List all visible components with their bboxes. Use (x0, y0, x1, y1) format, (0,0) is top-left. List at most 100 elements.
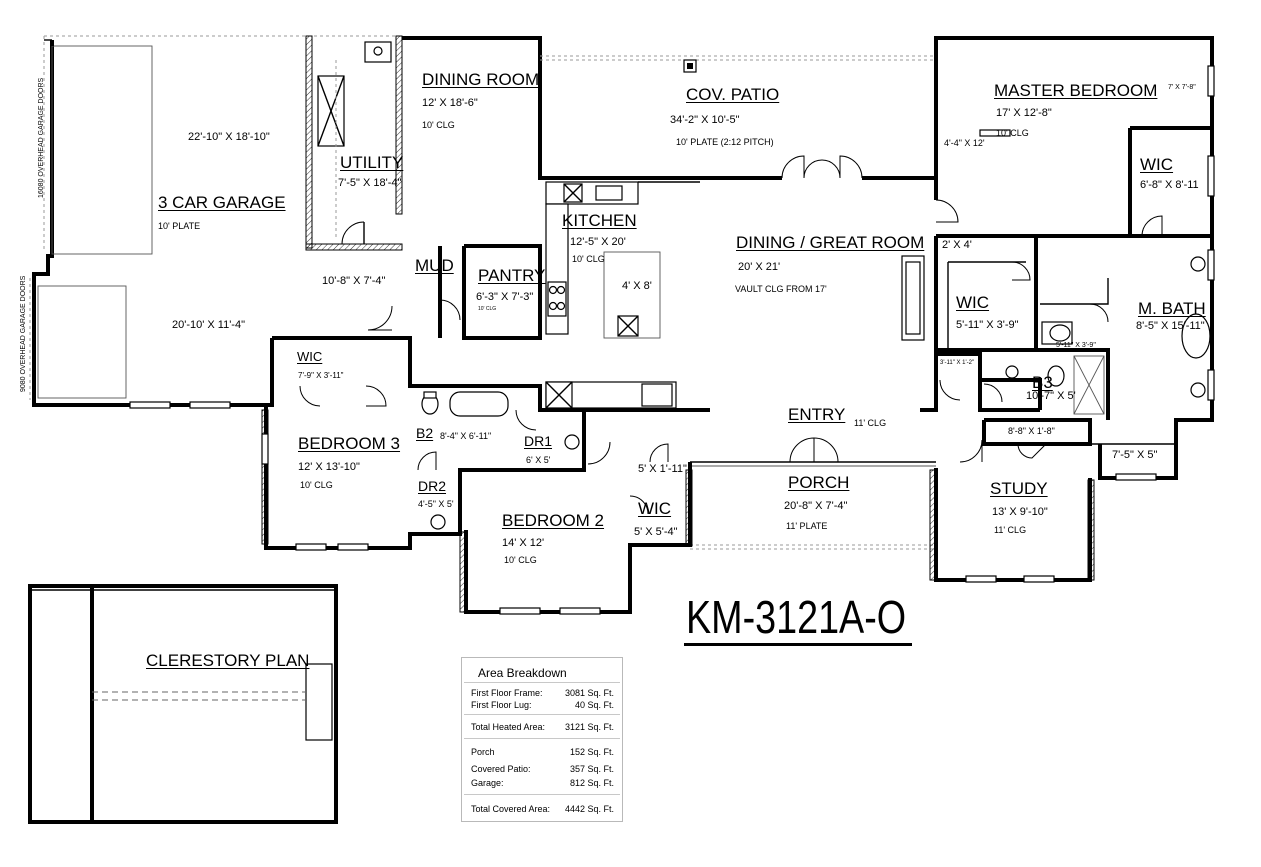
garage-dim: 22'-10" X 18'-10" (188, 131, 270, 143)
garage-walls (29, 35, 400, 407)
area-row-value: 812 Sq. Ft. (569, 778, 614, 788)
master-bath-label: M. BATH (1138, 299, 1206, 318)
master-wc-dim: 5'-11" X 3'-9" (1056, 342, 1096, 349)
patio-dim: 34'-2" X 10'-5" (670, 114, 740, 126)
mud-label: MUD (415, 256, 454, 275)
area-row: Total Heated Area: 3121 Sq. Ft. (471, 722, 614, 732)
dr2-label: DR2 (418, 478, 447, 494)
bath2-dim: 8'-4" X 6'-11" (440, 431, 492, 441)
plan-number-underline (684, 643, 912, 646)
porch-label: PORCH (788, 473, 850, 492)
door-swings (299, 155, 1163, 515)
dr1-dim: 6' X 5' (526, 455, 551, 465)
wic-bedroom3-label: WIC (297, 349, 323, 364)
kitchen-dim: 12'-5" X 20' (570, 236, 626, 248)
wic-bedroom3-dim: 7'-9" X 3'-11" (298, 371, 344, 380)
master-bath-dim: 8'-5" X 15'-11" (1136, 320, 1205, 332)
divider (464, 714, 620, 715)
kitchen-note: 10' CLG (572, 254, 605, 264)
mud-dim: 10'-8" X 7'-4" (322, 275, 386, 287)
area-breakdown-table: Area Breakdown First Floor Frame: 3081 Sq… (461, 657, 623, 822)
pantry-note: 10' CLG (478, 306, 497, 312)
area-row: Total Covered Area:4442 Sq. Ft. (471, 804, 614, 814)
garage-door-bottom-label: 9080 OVERHEAD GARAGE DOORS (20, 275, 27, 392)
great-room-label: DINING / GREAT ROOM (736, 233, 925, 252)
study-dim: 13' X 9'-10" (992, 506, 1048, 518)
bedroom3-dim: 12' X 13'-10" (298, 461, 360, 473)
garage-dim2: 20'-10' X 11'-4" (172, 319, 245, 331)
area-row: First Floor Frame: 3081 Sq. Ft. (471, 688, 614, 698)
dining-room-dim: 12' X 18'-6" (422, 97, 478, 109)
utility-dim: 7'-5" X 18'-4" (338, 177, 402, 189)
area-row-label: Total Heated Area: (471, 722, 546, 732)
small-closet-dim: 2' X 4' (942, 239, 972, 251)
area-row-value: 152 Sq. Ft. (569, 747, 614, 757)
dr2-dim: 4'-5" X 5' (418, 499, 454, 509)
bedroom2-note: 10' CLG (504, 555, 537, 565)
master-bedroom-label: MASTER BEDROOM (994, 81, 1158, 100)
area-row-label: First Floor Lug: (471, 700, 532, 710)
pantry-label: PANTRY (478, 266, 546, 285)
area-row: Porch 152 Sq. Ft. (471, 747, 614, 757)
garage-door-top-label: 16080 OVERHEAD GARAGE DOORS (38, 77, 45, 198)
plan-number: KM-3121A-O (686, 591, 907, 643)
divider (464, 738, 620, 739)
clerestory-outline (28, 584, 338, 824)
bath-fixtures (421, 256, 1211, 530)
area-row: Covered Patio: 357 Sq. Ft. (471, 764, 614, 774)
hatched-exterior (261, 409, 1095, 613)
wic-bedroom2-label: WIC (638, 499, 672, 518)
entry-label: ENTRY (788, 405, 846, 424)
area-breakdown-title: Area Breakdown (478, 666, 567, 680)
wic-bath-label: WIC (956, 293, 990, 312)
area-row: Garage: 812 Sq. Ft. (471, 778, 614, 788)
area-row-label: First Floor Frame: (471, 688, 543, 698)
kitchen-counters (545, 181, 700, 409)
master-bedroom-dim: 17' X 12'-8" (996, 107, 1052, 119)
patio-label: COV. PATIO (686, 85, 780, 104)
area-row-label: Total Covered Area: (471, 804, 551, 814)
area-row-label: Covered Patio: (471, 764, 531, 774)
bath2-label: B2 (416, 425, 434, 441)
dr1-label: DR1 (524, 433, 553, 449)
garage-label: 3 CAR GARAGE (158, 193, 286, 212)
great-room-dim: 20' X 21' (738, 261, 781, 273)
kitchen-label: KITCHEN (562, 211, 637, 230)
great-room-note: VAULT CLG FROM 17' (735, 284, 827, 294)
area-row-value: 357 Sq. Ft. (569, 764, 614, 774)
divider (464, 682, 620, 683)
island-dim: 4' X 8' (622, 280, 652, 292)
study-label: STUDY (990, 479, 1048, 498)
entry-note: 11' CLG (854, 418, 887, 428)
bedroom2-dim: 14' X 12' (502, 537, 545, 549)
area-row-value: 3081 Sq. Ft. (564, 688, 614, 698)
master-closet-dim: 7' X 7'-8" (1168, 84, 1196, 91)
area-row-value: 3121 Sq. Ft. (564, 722, 614, 732)
dining-room-label: DINING ROOM (422, 70, 540, 89)
wic-bath-dim: 5'-11" X 3'-9" (956, 319, 1019, 331)
bedroom2-label: BEDROOM 2 (502, 511, 605, 530)
bath3-closet-dim: 3'-11" X 1'-2" (940, 360, 975, 366)
bath3-label: B3 (1032, 373, 1053, 392)
hall-closet-dim: 4'-4" X 12' (944, 138, 985, 148)
area-row: First Floor Lug: 40 Sq. Ft. (471, 700, 614, 710)
linen-closet-dim: 5' X 1'-11" (638, 463, 687, 475)
wic-bedroom2-dim: 5' X 5'-4" (634, 526, 678, 538)
master-bedroom-note: 10' CLG (996, 128, 1029, 138)
wic-master-label: WIC (1140, 155, 1174, 174)
study-closet-dim: 8'-8" X 1'-8" (1008, 426, 1055, 436)
bedroom3-label: BEDROOM 3 (298, 434, 401, 453)
utility-walls (305, 35, 403, 251)
area-row-label: Porch (471, 747, 495, 757)
study-note: 11' CLG (994, 525, 1027, 535)
outdoor-outlines (540, 55, 936, 73)
area-row-value: 40 Sq. Ft. (574, 700, 614, 710)
pantry-dim: 6'-3" X 7'-3" (476, 291, 534, 303)
side-closet-dim: 7'-5" X 5" (1112, 449, 1158, 461)
clerestory-label: CLERESTORY PLAN (146, 651, 310, 670)
bath3-dim: 10'-7" X 5' (1026, 390, 1076, 402)
wic-master-dim: 6'-8" X 8'-11 (1140, 179, 1199, 191)
area-row-label: Garage: (471, 778, 504, 788)
bedroom3-note: 10' CLG (300, 480, 333, 490)
